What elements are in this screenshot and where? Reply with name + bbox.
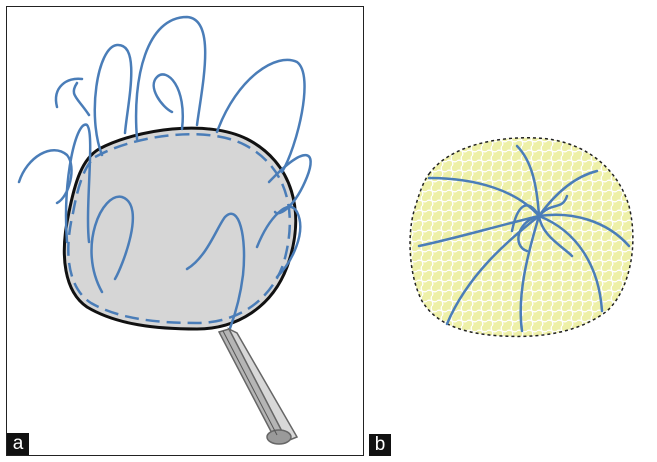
needle-holder-icon	[219, 329, 297, 444]
panel-b: b	[367, 6, 651, 456]
panel-label-a: a	[7, 433, 29, 455]
panel-a: a	[6, 6, 364, 456]
wound-area	[64, 128, 295, 329]
panel-b-illustration	[367, 6, 651, 456]
panel-label-b: b	[369, 434, 391, 456]
panel-a-illustration	[7, 7, 364, 456]
